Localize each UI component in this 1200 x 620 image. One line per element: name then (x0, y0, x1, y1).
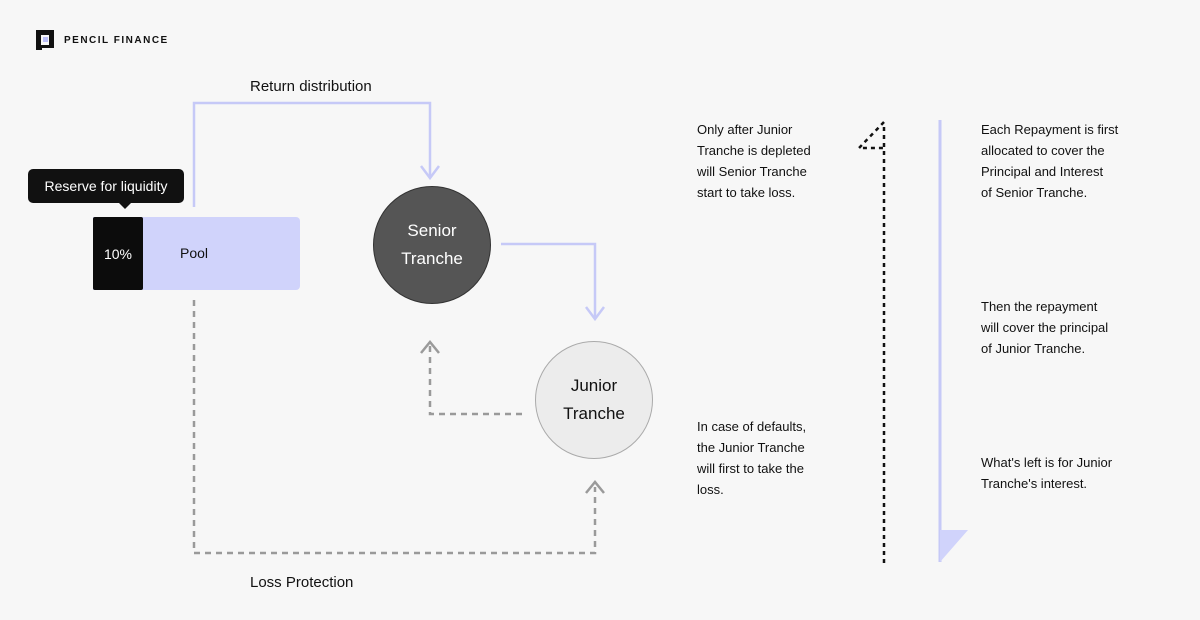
senior-to-junior-arrow (501, 242, 597, 317)
senior-loss-note: Only after Junior Tranche is depleted wi… (697, 122, 811, 200)
reserve-tooltip: Reserve for liquidity (28, 169, 184, 209)
pool-label: Pool (180, 245, 209, 261)
repayment-note-1: Each Repayment is first allocated to cov… (981, 122, 1119, 200)
loss-protection-dashed-arrow (192, 300, 597, 555)
senior-tranche-line2: Tranche (401, 249, 463, 268)
return-distribution-label: Return distribution (250, 78, 372, 95)
return-distribution-arrow (192, 101, 432, 207)
senior-tranche-line1: Senior (407, 221, 457, 240)
junior-tranche-line2: Tranche (563, 404, 625, 423)
brand-name: PENCIL FINANCE (64, 34, 169, 46)
junior-tranche-node: Junior Tranche (535, 341, 653, 459)
junior-to-senior-dashed-arrow (428, 345, 522, 416)
repayment-note-3: What's left is for Junior Tranche's inte… (981, 455, 1113, 491)
junior-tranche-line1: Junior (570, 376, 618, 395)
junior-loss-note: In case of defaults, the Junior Tranche … (697, 419, 807, 497)
reserve-percent: 10% (93, 217, 143, 290)
repayment-note-2: Then the repayment will cover the princi… (981, 299, 1109, 356)
senior-tranche-node: Senior Tranche (373, 186, 491, 304)
pencil-logo-icon (36, 30, 54, 50)
loss-protection-label: Loss Protection (250, 574, 354, 591)
brand-logo: PENCIL FINANCE (36, 30, 169, 50)
